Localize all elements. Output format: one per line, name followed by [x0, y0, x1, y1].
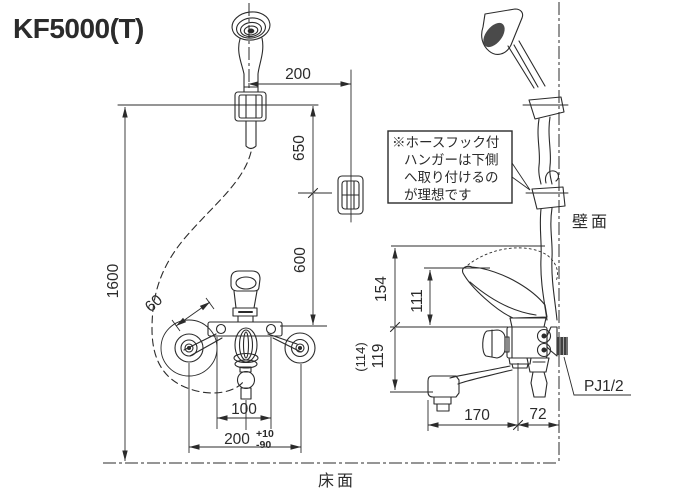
dim-lever-top-height: 154	[373, 276, 390, 302]
floor-label: 床面	[318, 472, 356, 490]
faucet-front	[183, 270, 302, 400]
hose-hook-hanger-side	[525, 186, 569, 210]
wall-label: 壁面	[572, 212, 610, 231]
dim-eccentric-leg: 60	[142, 291, 166, 315]
note-line: へ取り付けるの	[404, 170, 499, 185]
pj-leader-line	[563, 356, 631, 396]
front-view-drawing	[151, 3, 364, 400]
dim-spout-reach: 170	[464, 407, 490, 424]
dim-wall-to-center: 72	[529, 406, 546, 423]
dim-pipe-pitch: 200	[224, 431, 250, 448]
dim-pipe-pitch-tol-plus: +10	[256, 428, 274, 440]
drawing-title: KF5000(T)	[13, 13, 144, 44]
shower-holder-side	[522, 96, 569, 120]
dimension-lines	[122, 81, 631, 461]
note-leader-line	[511, 162, 531, 191]
dim-hanger-to-faucet: 600	[292, 247, 309, 273]
extension-lines	[117, 104, 545, 453]
hose-hook-hanger-front	[337, 69, 364, 223]
shower-hose-front	[151, 151, 252, 394]
faucet-side	[427, 247, 568, 412]
spout-outlet	[427, 375, 460, 398]
dim-spout-drop: 119	[370, 344, 387, 369]
note-line: ハンガーは下側	[404, 153, 499, 168]
note-line: ※ホースフック付	[392, 135, 499, 150]
dim-upper-hanger-drop: 650	[291, 135, 308, 161]
dim-shower-offset: 200	[285, 66, 311, 83]
shower-head-front	[231, 11, 271, 93]
pj-connection-label: PJ1/2	[584, 378, 624, 395]
note-line: が理想です	[404, 188, 472, 203]
shower-hose-side	[537, 116, 559, 321]
shower-holder-front	[234, 91, 267, 150]
dim-pipe-pitch-tol-minus: -90	[256, 439, 271, 451]
dim-floor-to-top: 1600	[105, 263, 122, 298]
shower-head-side	[481, 8, 546, 89]
side-view-drawing	[427, 2, 569, 462]
dim-spout-drop-ref: (114)	[353, 342, 368, 371]
dim-mount-hole-pitch: 100	[231, 401, 257, 418]
note-box: ※ホースフック付 ハンガーは下側 へ取り付けるの が理想です	[387, 130, 531, 204]
pj-thread-nipple	[557, 337, 568, 355]
dim-lever-height: 111	[409, 289, 426, 313]
wall-flange-right	[284, 332, 316, 364]
